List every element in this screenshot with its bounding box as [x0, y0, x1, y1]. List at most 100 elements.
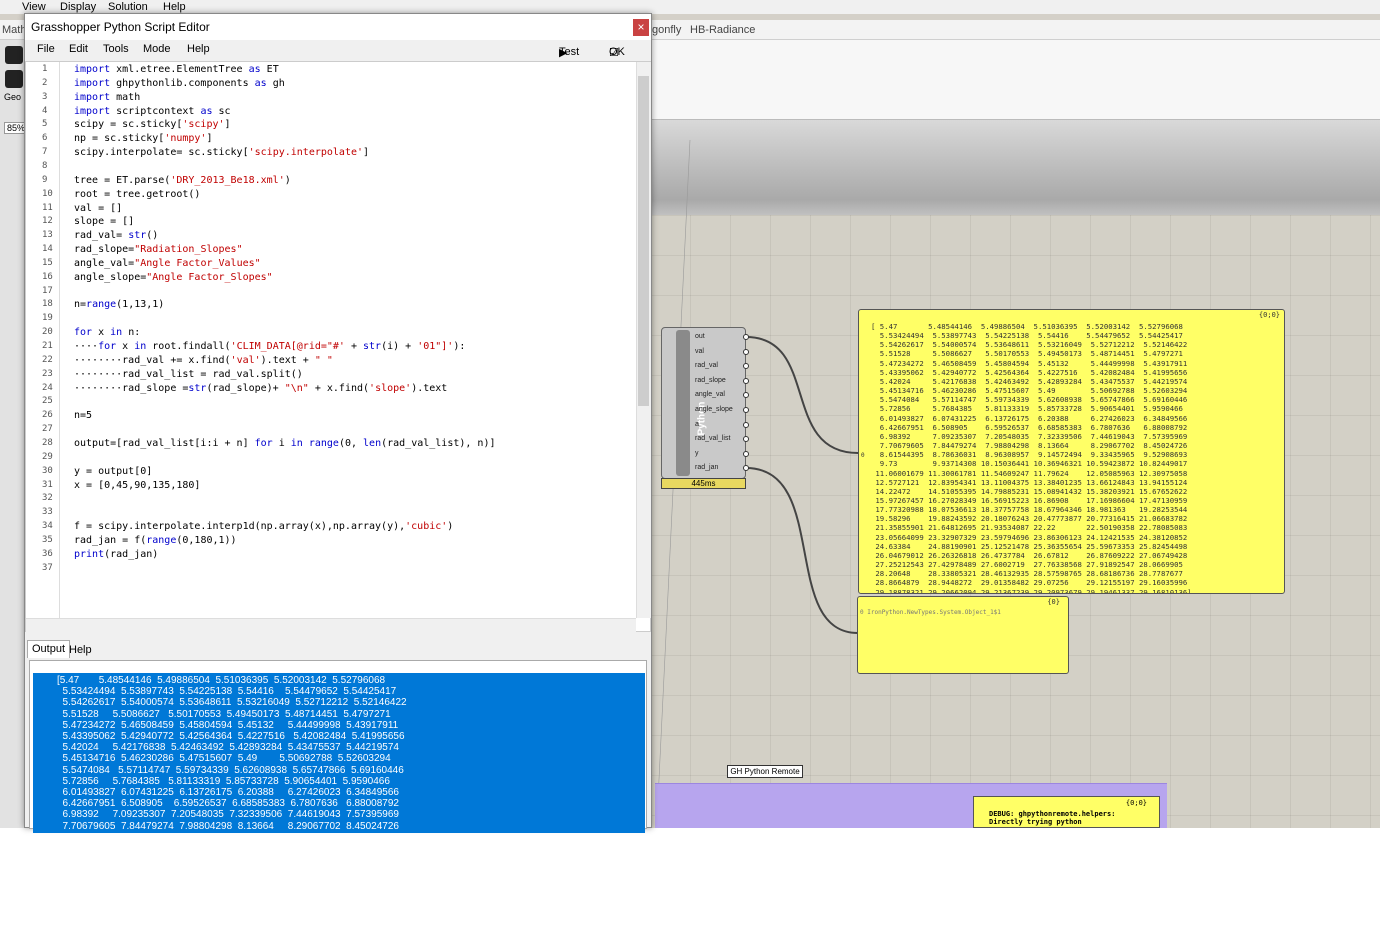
- code-line: print(rad_jan): [74, 548, 159, 560]
- line-number: 19: [42, 313, 53, 324]
- code-line: y = output[0]: [74, 465, 153, 477]
- output-param[interactable]: val: [695, 347, 704, 355]
- panel-row: 26.04679012 26.26326818 26.4737784 26.67…: [871, 550, 1188, 560]
- output-grip[interactable]: [743, 334, 749, 340]
- output-param[interactable]: a: [695, 420, 699, 428]
- panel-row: 7.70679605 7.84479274 7.98804298 8.13664…: [871, 441, 1188, 451]
- gh-menu-display[interactable]: Display: [60, 1, 97, 13]
- tab-help[interactable]: Help: [69, 644, 92, 656]
- output-grip[interactable]: [743, 348, 749, 355]
- panel-row: 5.72856 5.7684385 5.81133319 5.85733728 …: [871, 404, 1183, 414]
- wire-out-to-panel1: [745, 336, 859, 454]
- panel-row: 28.20648 28.33805321 28.46132935 28.5759…: [871, 569, 1183, 579]
- menu-file[interactable]: File: [37, 43, 55, 55]
- line-number: 15: [42, 257, 53, 268]
- code-line: rad_val= str(): [74, 230, 159, 242]
- line-number: 26: [42, 410, 53, 421]
- close-icon[interactable]: ×: [633, 19, 649, 36]
- menu-edit[interactable]: Edit: [69, 43, 88, 55]
- code-line: ········rad_slope =str(rad_slope)+ "\n" …: [74, 382, 448, 394]
- line-number: 35: [42, 534, 53, 545]
- code-line: ········rad_val_list = rad_val.split(): [74, 368, 303, 380]
- gh-menubar: View Display Solution Help: [0, 0, 1380, 14]
- output-param[interactable]: out: [695, 333, 705, 340]
- menu-help[interactable]: Help: [187, 43, 210, 55]
- panel2-index: 0: [860, 609, 864, 616]
- panel-row: 14.22472 14.51055395 14.79885231 15.0894…: [871, 486, 1188, 496]
- code-line: rad_slope="Radiation_Slopes": [74, 244, 243, 256]
- output-panel[interactable]: {0;0} 0 [ 5.47 5.48544146 5.49886504 5.5…: [858, 309, 1285, 594]
- menu-mode[interactable]: Mode: [143, 43, 171, 55]
- output-grip[interactable]: [743, 421, 749, 428]
- tab-hb-radiance[interactable]: HB-Radiance: [690, 24, 756, 36]
- output-grip[interactable]: [743, 392, 749, 399]
- code-line: scipy.interpolate= sc.sticky['scipy.inte…: [74, 147, 370, 159]
- python-component-body: Python: [676, 330, 708, 476]
- line-number: 11: [42, 202, 53, 213]
- line-number: 36: [42, 548, 53, 559]
- output-param[interactable]: rad_val: [695, 362, 718, 370]
- gh-menu-solution[interactable]: Solution: [108, 1, 148, 13]
- output-grip[interactable]: [743, 436, 749, 443]
- wire-radjan-to-panel2: [745, 467, 859, 634]
- code-line: scipy = sc.sticky['scipy']: [74, 119, 231, 131]
- output-param[interactable]: y: [695, 449, 699, 457]
- output-console[interactable]: [5.47 5.48544146 5.49886504 5.51036395 5…: [29, 660, 647, 833]
- line-number: 5: [42, 119, 48, 130]
- panel-row: 5.53424494 5.53897743 5.54225138 5.54416…: [871, 331, 1183, 341]
- output-grip[interactable]: [743, 465, 749, 472]
- curve-icon[interactable]: [5, 70, 23, 88]
- code-line: angle_val="Angle Factor_Values": [74, 257, 261, 269]
- editor-menubar: File Edit Tools Mode Help ▶ Test ☑ OK: [25, 40, 651, 60]
- menu-tools[interactable]: Tools: [103, 43, 129, 55]
- object-panel[interactable]: {0} 0 IronPython.NewTypes.System.Object_…: [857, 596, 1069, 674]
- panel-content: [ 5.47 5.48544146 5.49886504 5.51036395 …: [871, 322, 1192, 594]
- line-number: 30: [42, 465, 53, 476]
- code-line: import xml.etree.ElementTree as ET: [74, 64, 279, 75]
- line-number: 4: [42, 105, 48, 116]
- play-icon: ▶: [559, 47, 568, 59]
- output-grip[interactable]: [743, 450, 749, 457]
- tab-output[interactable]: Output: [27, 640, 71, 658]
- line-number: 32: [42, 493, 53, 504]
- panel-row: 23.05664099 23.32907329 23.59794696 23.8…: [871, 532, 1188, 542]
- line-number: 17: [42, 285, 53, 296]
- code-line: root = tree.getroot(): [74, 188, 201, 200]
- output-param[interactable]: rad_slope: [695, 376, 726, 384]
- gh-menu-help[interactable]: Help: [163, 1, 186, 13]
- python-editor-window[interactable]: Grasshopper Python Script Editor × File …: [24, 13, 652, 833]
- line-number: 18: [42, 299, 53, 310]
- line-number: 34: [42, 521, 53, 532]
- code-line: n=range(1,13,1): [74, 299, 165, 311]
- gh-menu-view[interactable]: View: [22, 1, 46, 13]
- line-number: 14: [42, 244, 53, 255]
- output-grip[interactable]: [743, 363, 749, 370]
- output-grip[interactable]: [743, 377, 749, 384]
- line-number: 22: [42, 354, 53, 365]
- gh-python-remote-label[interactable]: GH Python Remote: [727, 765, 803, 778]
- panel-row: 5.54262617 5.54000574 5.53648611 5.53216…: [871, 340, 1188, 350]
- editor-titlebar[interactable]: Grasshopper Python Script Editor ×: [25, 14, 651, 40]
- code-horizontal-scrollbar[interactable]: [26, 618, 636, 632]
- geometry-icon[interactable]: [5, 46, 23, 64]
- output-grip[interactable]: [743, 407, 749, 413]
- output-param[interactable]: angle_val: [695, 391, 725, 399]
- panel-row: 5.42024 5.42176838 5.42463492 5.42893284…: [871, 376, 1188, 386]
- output-param[interactable]: rad_jan: [695, 464, 719, 472]
- code-scroll-thumb[interactable]: [638, 76, 649, 406]
- panel-row: 28.8664879 28.9448272 29.01358482 29.072…: [871, 578, 1188, 588]
- panel-row: 11.06001679 11.30061781 11.54609247 11.7…: [871, 468, 1188, 478]
- output-param[interactable]: rad_val_list: [695, 435, 731, 443]
- panel-row: 12.5727121 12.83954341 13.11004375 13.38…: [871, 477, 1188, 487]
- panel-row: 29.18878321 29.20662094 29.21367239 29.2…: [871, 587, 1192, 594]
- code-line: f = scipy.interpolate.interp1d(np.array(…: [74, 521, 454, 533]
- line-number: 28: [42, 437, 53, 448]
- tab-ladybug[interactable]: gonfly: [652, 24, 682, 36]
- line-number: 20: [42, 327, 53, 338]
- output-param[interactable]: angle_slope: [695, 406, 733, 413]
- debug-panel[interactable]: {0;0} DEBUG: ghpythonremote.helpers: Dir…: [973, 796, 1160, 828]
- python-timer: 445ms: [661, 478, 746, 489]
